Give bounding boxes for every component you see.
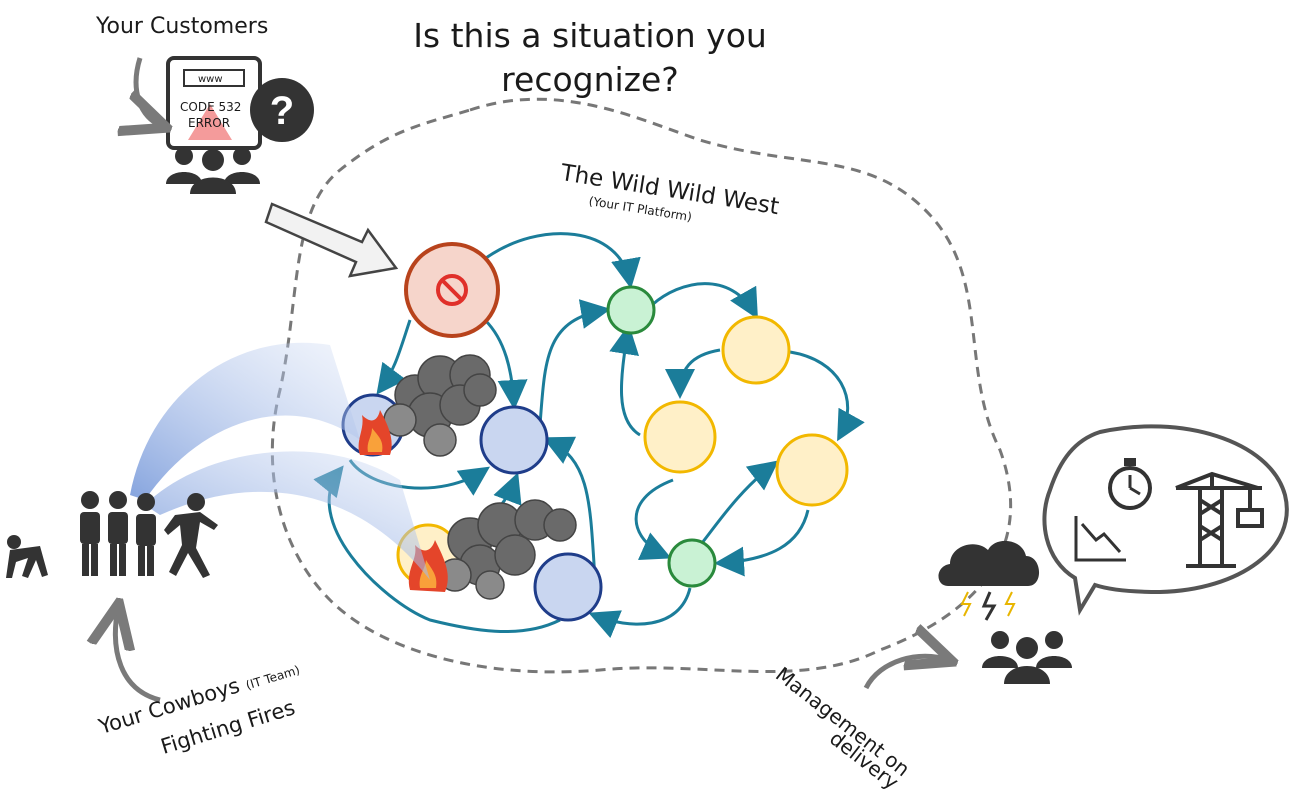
water-stream-2 bbox=[145, 451, 430, 580]
it-team-figures bbox=[6, 491, 218, 578]
question-mark-icon: ? bbox=[250, 78, 314, 142]
node-yellow-3 bbox=[775, 433, 849, 507]
stopwatch-icon bbox=[1108, 458, 1152, 510]
title-line-1: Is this a situation you bbox=[413, 16, 767, 55]
customers-to-platform-arrow bbox=[264, 202, 399, 278]
node-blue-3 bbox=[533, 552, 603, 622]
storm-cloud-icon bbox=[938, 540, 1040, 621]
node-yellow-2 bbox=[643, 400, 717, 474]
cowboys-pointer-arrow bbox=[115, 608, 161, 703]
platform-boundary bbox=[270, 97, 1013, 674]
declining-chart-icon bbox=[1074, 516, 1126, 562]
management-group-icon bbox=[982, 631, 1072, 684]
node-green-2 bbox=[667, 538, 717, 588]
page-title: Is this a situation you recognize? bbox=[0, 14, 1180, 102]
smoke-cloud-1 bbox=[383, 354, 497, 457]
customers-group-icon bbox=[166, 147, 260, 194]
screen-code-text: CODE 532 bbox=[180, 100, 242, 114]
node-yellow-1 bbox=[721, 315, 791, 385]
screen-www-text: www bbox=[198, 74, 223, 85]
svg-text:?: ? bbox=[270, 89, 294, 133]
no-entry-icon bbox=[436, 274, 468, 306]
screen-error-text: ERROR bbox=[188, 116, 231, 130]
node-blocked bbox=[404, 242, 500, 338]
crane-icon bbox=[1175, 471, 1264, 568]
customers-pointer-arrow bbox=[136, 57, 162, 126]
water-stream-1 bbox=[130, 342, 360, 500]
node-blue-2 bbox=[479, 405, 549, 475]
warning-triangle-icon bbox=[188, 104, 232, 140]
management-pointer-arrow bbox=[863, 656, 948, 690]
fire-1 bbox=[358, 410, 392, 455]
title-line-2: recognize? bbox=[501, 60, 679, 99]
customers-label: Your Customers bbox=[96, 14, 269, 39]
node-green-1 bbox=[606, 285, 656, 335]
